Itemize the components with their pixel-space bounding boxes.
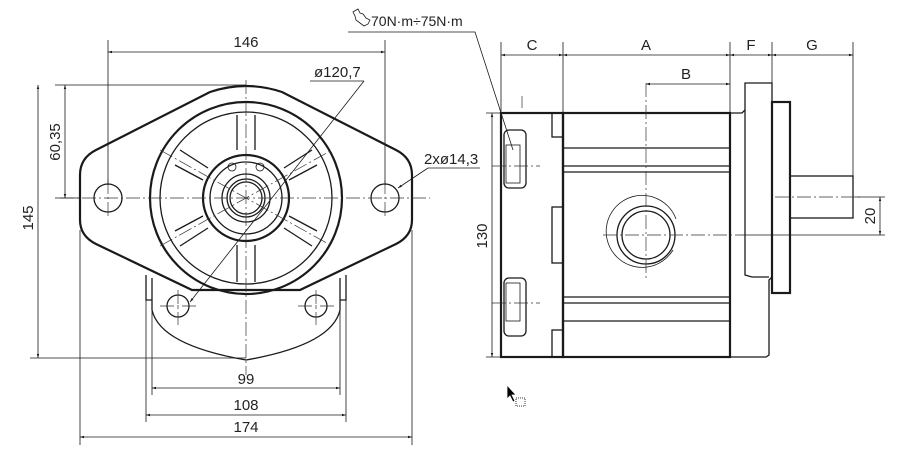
front-dimension-lines: [30, 40, 480, 445]
ribs: [174, 115, 318, 282]
dim-a: A: [641, 37, 651, 54]
flange-outline: [78, 84, 414, 292]
dim-146: 146: [233, 34, 258, 51]
centerlines: [60, 80, 430, 375]
dim-g: G: [806, 37, 818, 54]
flange-step: [744, 110, 769, 278]
nut-bottom-face: [505, 282, 521, 322]
nut-top-face: [505, 144, 521, 184]
port-thread-arc: [605, 194, 677, 268]
wrench-icon: [352, 8, 371, 27]
torque-spec: 70N·m÷75N·m: [352, 8, 463, 29]
dim-f: F: [746, 37, 755, 54]
front-view: [60, 80, 430, 375]
dim-pilot-diameter: ø120,7: [314, 64, 361, 81]
nut-top: [503, 129, 527, 189]
cover-tab-middle: [551, 206, 564, 264]
dim-145: 145: [20, 205, 37, 230]
diagonal-centerlines: [159, 149, 333, 247]
side-centerlines: [492, 83, 860, 304]
dim-130: 130: [474, 223, 491, 248]
lower-body: [151, 278, 341, 361]
dim-20: 20: [862, 208, 879, 225]
cover-tab-top: [551, 112, 564, 138]
screw-right: [255, 162, 265, 172]
dim-60-35: 60,35: [47, 123, 64, 161]
flange-boss: [770, 100, 792, 295]
dim-99: 99: [238, 371, 255, 388]
dim-108: 108: [233, 397, 258, 414]
dim-174: 174: [233, 419, 258, 436]
dim-c: C: [527, 37, 538, 54]
torque-spec-label: 70N·m÷75N·m: [371, 13, 463, 29]
rear-cover: [499, 111, 565, 359]
mounting-flange: [730, 82, 773, 358]
mouse-cursor-icon: [506, 383, 526, 407]
side-dimension-lines: [348, 31, 885, 358]
side-view: [492, 82, 860, 359]
dim-mount-holes: 2xø14,3: [424, 151, 478, 168]
nut-bottom: [503, 277, 527, 337]
body-lines: [563, 147, 730, 322]
screw-left: [227, 162, 237, 172]
cover-tab-bottom: [551, 329, 564, 358]
dim-b: B: [681, 66, 691, 83]
